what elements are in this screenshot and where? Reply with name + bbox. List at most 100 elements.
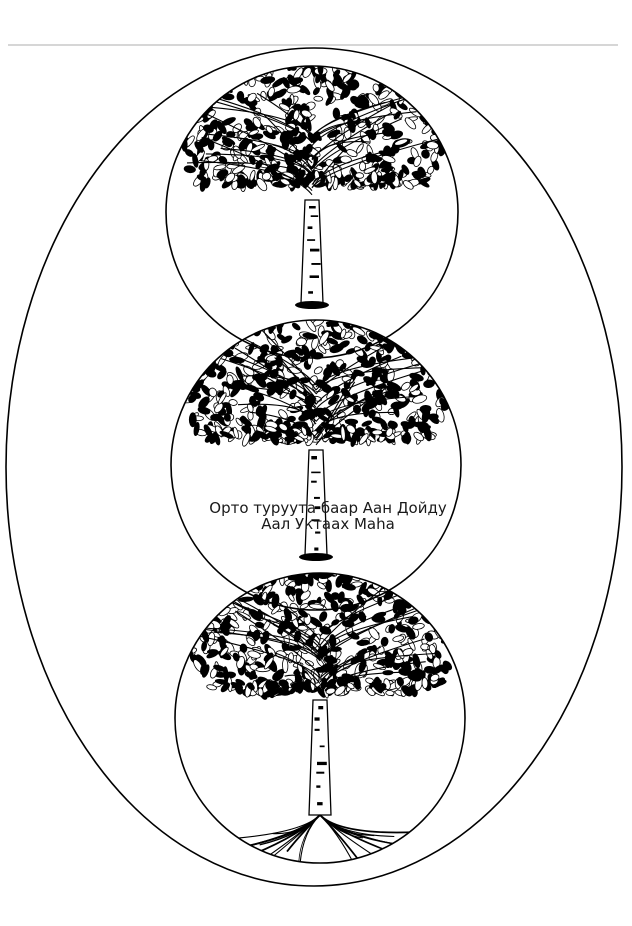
- leaf-shape: [422, 109, 431, 117]
- leaf-shape: [340, 328, 347, 339]
- leaf-shape: [286, 85, 302, 94]
- leaf-shape: [204, 87, 214, 97]
- leaf-shape: [246, 573, 253, 586]
- leaf-shape: [203, 424, 213, 438]
- leaf-shape: [265, 146, 277, 154]
- branch-line: [274, 357, 317, 400]
- branch-line: [234, 347, 317, 408]
- leaf-shape: [401, 333, 410, 343]
- branch-line: [311, 93, 421, 146]
- leaf-shape: [400, 79, 410, 90]
- leaf-shape: [366, 320, 374, 329]
- leaf-shape: [340, 89, 347, 100]
- root-line: [319, 814, 396, 845]
- branch-line: [238, 386, 317, 410]
- leaf-shape: [434, 369, 449, 379]
- bark-mark: [318, 706, 324, 710]
- leaf-shape: [332, 107, 341, 120]
- leaf-shape: [341, 583, 356, 591]
- leaf-shape: [385, 574, 393, 587]
- leaf-shape: [263, 656, 274, 670]
- leaf-shape: [442, 660, 453, 671]
- leaf-shape: [387, 71, 398, 84]
- leaf-shape: [232, 426, 239, 440]
- leaf-shape: [419, 404, 432, 413]
- leaf-shape: [423, 358, 435, 368]
- leaf-shape: [325, 579, 332, 593]
- leaf-shape: [211, 338, 220, 352]
- bark-mark: [307, 226, 313, 229]
- branch-line: [315, 356, 425, 388]
- leaf-shape: [243, 66, 253, 76]
- branch-line: [315, 384, 392, 446]
- leaf-shape: [247, 92, 257, 103]
- leaf-shape: [298, 609, 308, 618]
- leaf-shape: [335, 133, 345, 142]
- leaf-shape: [256, 431, 269, 440]
- leaf-shape: [367, 573, 375, 580]
- bark-mark: [319, 745, 325, 748]
- leaf-shape: [366, 573, 378, 579]
- leaf-shape: [221, 77, 230, 91]
- leaf-shape: [355, 320, 365, 326]
- leaf-shape: [388, 171, 396, 181]
- leaf-shape: [239, 416, 252, 427]
- leaf-shape: [342, 73, 353, 83]
- leaf-shape: [388, 624, 396, 634]
- branch-line: [236, 597, 321, 655]
- trunk-shape: [308, 699, 332, 816]
- leaf-shape: [313, 366, 323, 375]
- leaf-shape: [419, 600, 430, 609]
- leaf-shape: [194, 141, 204, 153]
- leaf-shape: [196, 614, 207, 624]
- leaf-shape: [236, 91, 245, 102]
- leaf-shape: [257, 573, 272, 582]
- leaf-shape: [223, 412, 231, 422]
- bark-mark: [316, 771, 325, 774]
- leaf-shape: [214, 434, 221, 446]
- leaf-shape: [385, 427, 394, 437]
- tree-base: [295, 301, 329, 309]
- branch-line: [220, 147, 313, 175]
- leaf-shape: [235, 366, 244, 381]
- leaf-shape: [241, 425, 252, 433]
- leaf-shape: [261, 172, 272, 181]
- leaf-shape: [380, 419, 388, 431]
- leaf-shape: [413, 431, 424, 442]
- bark-mark: [309, 206, 316, 209]
- leaf-shape: [338, 66, 349, 68]
- leaf-shape: [222, 139, 233, 148]
- leaf-shape: [401, 434, 409, 444]
- leaf-shape: [426, 110, 440, 120]
- leaf-shape: [204, 177, 211, 189]
- leaf-shape: [361, 420, 373, 427]
- leaf-shape: [299, 590, 311, 601]
- leaf-shape: [195, 612, 203, 624]
- branch-line: [311, 118, 403, 173]
- leaf-shape: [392, 635, 405, 642]
- branch-line: [237, 403, 317, 422]
- leaf-shape: [246, 637, 256, 647]
- branch-line: [319, 671, 414, 693]
- leaf-shape: [278, 689, 292, 696]
- branch-line: [274, 652, 321, 684]
- branch-line: [319, 608, 394, 651]
- leaf-shape: [214, 76, 224, 92]
- branch-line: [206, 113, 313, 177]
- leaf-shape: [226, 374, 234, 385]
- leaf-shape: [277, 320, 287, 323]
- leaf-shape: [388, 420, 396, 430]
- leaf-shape: [402, 180, 414, 190]
- leaf-shape: [253, 66, 263, 69]
- leaf-shape: [363, 166, 377, 174]
- leaf-shape: [308, 603, 325, 610]
- leaf-shape: [186, 105, 198, 118]
- leaf-shape: [294, 346, 304, 356]
- leaf-shape: [404, 117, 417, 130]
- leaf-shape: [278, 423, 288, 432]
- leaf-shape: [439, 377, 448, 389]
- leaf-shape: [302, 67, 312, 78]
- leaf-shape: [427, 361, 440, 371]
- leaf-shape: [212, 339, 224, 347]
